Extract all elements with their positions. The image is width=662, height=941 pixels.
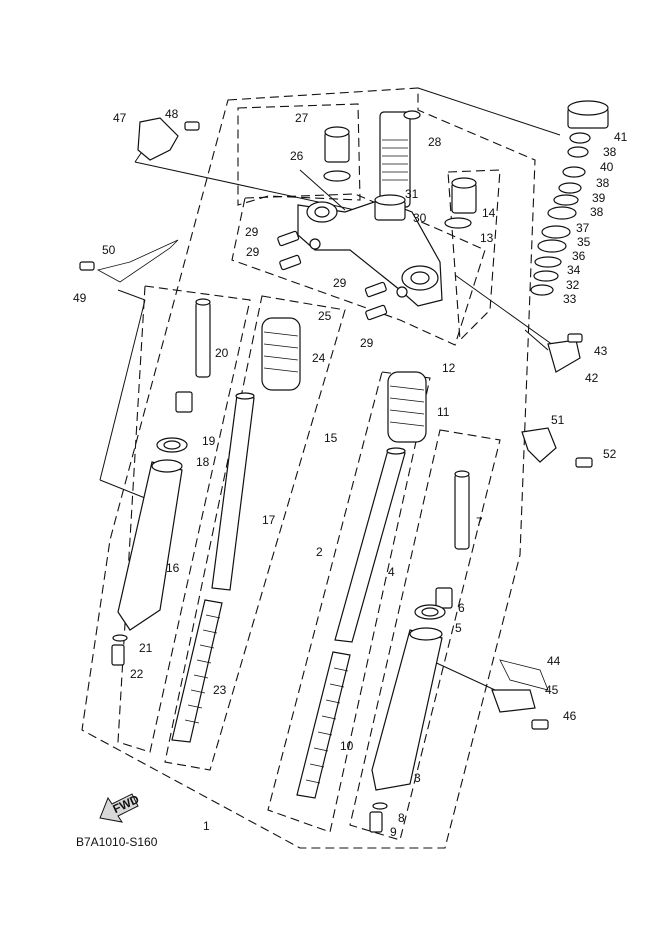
steering-stem bbox=[379, 110, 421, 208]
left-fork-leg bbox=[111, 298, 301, 743]
callout-30: 30 bbox=[413, 211, 427, 225]
callout-29b: 29 bbox=[246, 245, 260, 259]
callout-26: 26 bbox=[290, 149, 304, 163]
callout-52: 52 bbox=[603, 447, 617, 461]
callout-32: 32 bbox=[566, 278, 580, 292]
callout-50: 50 bbox=[102, 243, 116, 257]
callout-10: 10 bbox=[340, 739, 354, 753]
cap-bolt-left bbox=[323, 126, 351, 182]
callout-48: 48 bbox=[165, 107, 179, 121]
callout-38b: 38 bbox=[596, 176, 610, 190]
callout-9: 9 bbox=[390, 825, 397, 839]
callout-15: 15 bbox=[324, 431, 338, 445]
brackets bbox=[79, 117, 593, 730]
callout-17: 17 bbox=[262, 513, 276, 527]
callout-2: 2 bbox=[316, 545, 323, 559]
callout-37: 37 bbox=[576, 221, 590, 235]
under-bracket bbox=[297, 194, 443, 307]
callout-36: 36 bbox=[572, 249, 586, 263]
callout-22: 22 bbox=[130, 667, 144, 681]
callout-46: 46 bbox=[563, 709, 577, 723]
callout-8: 8 bbox=[398, 811, 405, 825]
right-fork-leg bbox=[296, 371, 470, 833]
callout-43: 43 bbox=[594, 344, 608, 358]
callout-14: 14 bbox=[482, 206, 496, 220]
callout-5: 5 bbox=[455, 621, 462, 635]
bearing-stack bbox=[530, 100, 609, 296]
callout-3: 3 bbox=[414, 771, 421, 785]
callout-12: 12 bbox=[442, 361, 456, 375]
callout-34: 34 bbox=[567, 263, 581, 277]
diagram-code: B7A1010-S160 bbox=[76, 835, 158, 849]
callout-38a: 38 bbox=[603, 145, 617, 159]
pinch-bolts bbox=[277, 230, 388, 321]
callout-6: 6 bbox=[458, 601, 465, 615]
callout-16: 16 bbox=[166, 561, 180, 575]
callout-7: 7 bbox=[476, 515, 483, 529]
callout-31: 31 bbox=[405, 187, 419, 201]
callout-23: 23 bbox=[213, 683, 227, 697]
callout-29d: 29 bbox=[360, 336, 374, 350]
callout-39: 39 bbox=[592, 191, 606, 205]
cap-bolt-right bbox=[444, 177, 477, 229]
callout-41: 41 bbox=[614, 130, 628, 144]
callout-labels: 1 2 3 4 5 6 7 8 9 10 11 12 13 14 15 16 1… bbox=[73, 107, 628, 839]
callout-27: 27 bbox=[295, 111, 309, 125]
callout-33: 33 bbox=[563, 292, 577, 306]
callout-42: 42 bbox=[585, 371, 599, 385]
callout-49: 49 bbox=[73, 291, 87, 305]
callout-38c: 38 bbox=[590, 205, 604, 219]
callout-19: 19 bbox=[202, 434, 216, 448]
callout-29c: 29 bbox=[333, 276, 347, 290]
callout-18: 18 bbox=[196, 455, 210, 469]
callout-28: 28 bbox=[428, 135, 442, 149]
callout-47: 47 bbox=[113, 111, 127, 125]
callout-24: 24 bbox=[312, 351, 326, 365]
callout-44: 44 bbox=[547, 654, 561, 668]
fwd-label: FWD bbox=[111, 792, 142, 816]
callout-1: 1 bbox=[203, 819, 210, 833]
fwd-arrow: FWD bbox=[99, 792, 142, 823]
callout-25: 25 bbox=[318, 309, 332, 323]
callout-51: 51 bbox=[551, 413, 565, 427]
callout-21: 21 bbox=[139, 641, 153, 655]
callout-40: 40 bbox=[600, 160, 614, 174]
callout-35: 35 bbox=[577, 235, 591, 249]
callout-29a: 29 bbox=[245, 225, 259, 239]
callout-4: 4 bbox=[388, 565, 395, 579]
callout-20: 20 bbox=[215, 346, 229, 360]
callout-11: 11 bbox=[437, 405, 450, 419]
callout-45: 45 bbox=[545, 683, 559, 697]
callout-13: 13 bbox=[480, 231, 494, 245]
